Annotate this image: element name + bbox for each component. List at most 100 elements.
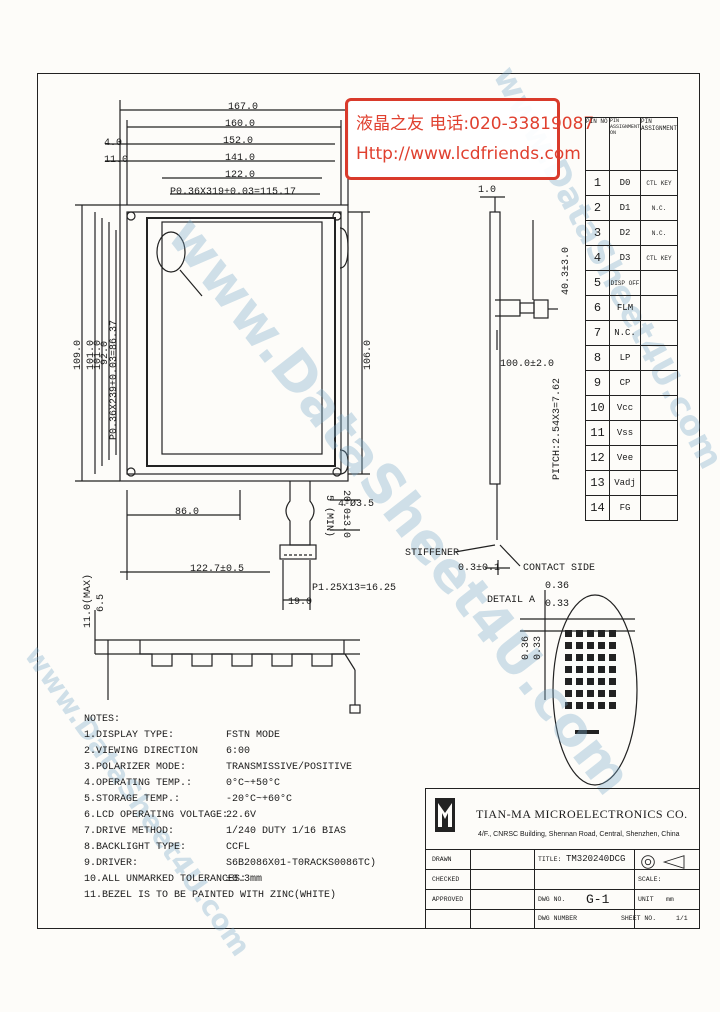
dim-167: 167.0 <box>228 102 259 113</box>
side-dim-100: 100.0±2.0 <box>500 359 555 370</box>
pin-symbol: DISP OFF <box>609 270 641 296</box>
unit-label: UNIT <box>638 896 654 903</box>
note-value: 1/240 DUTY 1/16 BIAS <box>226 826 347 837</box>
pin-fn <box>639 495 679 521</box>
dim-19: 19.0 <box>288 597 313 608</box>
note-key: 8.BACKLIGHT TYPE: <box>84 842 187 853</box>
pin-header-symbol: PIN ASSIGNMENT <box>639 117 679 171</box>
checked-label: CHECKED <box>432 876 460 883</box>
detail-d1: 0.36 <box>545 581 570 592</box>
pin-no: 7 <box>585 320 610 346</box>
note-value: 0°C~+50°C <box>226 778 281 789</box>
dim-pitch-fpc: P1.25X13=16.25 <box>312 583 397 594</box>
notes-block: NOTES: 1.DISPLAY TYPE:FSTN MODE 2.VIEWIN… <box>84 712 376 904</box>
drawing-border <box>37 73 700 929</box>
dim-122: 122.0 <box>225 170 256 181</box>
pin-header-no: PIN NO <box>585 117 610 171</box>
pin-fn: N.C. <box>639 195 679 221</box>
note-key: 6.LCD OPERATING VOLTAGE: <box>84 810 229 821</box>
dim-86: 86.0 <box>175 507 200 518</box>
pin-no: 13 <box>585 470 610 496</box>
note-key: 7.DRIVE METHOD: <box>84 826 175 837</box>
dim-106: 106.0 <box>363 339 374 370</box>
note-9: 9.DRIVER:S6B2086X01-T0RACKS0086TC) <box>84 856 376 872</box>
detail-d2: 0.33 <box>545 599 570 610</box>
note-5: 5.STORAGE TEMP.: -20°C~+60°C <box>84 792 336 808</box>
note-key: 10.ALL UNMARKED TOLERANCES: <box>84 874 247 885</box>
side-dim-40: 40.3±3.0 <box>561 246 572 295</box>
note-key: 9.DRIVER: <box>84 858 139 869</box>
stiffener-label: STIFFENER <box>405 548 460 559</box>
detail-v2: 0.33 <box>533 635 544 660</box>
pin-symbol: FG <box>609 495 641 521</box>
pin-symbol: D0 <box>609 170 641 196</box>
banner-url[interactable]: Http://www.lcdfriends.com <box>356 144 581 164</box>
dim-pitch-y: P0.36X239+0.03=86.37 <box>109 319 120 440</box>
dim-109: 109.0 <box>73 339 84 370</box>
pin-header-assign: PIN ASSIGNMENT ON <box>609 117 641 171</box>
pin-no: 14 <box>585 495 610 521</box>
pin-no: 10 <box>585 395 610 421</box>
side-pitch: PITCH:2.54X3=7.62 <box>552 377 563 480</box>
pin-symbol: D2 <box>609 220 641 246</box>
sheet-value: 1/1 <box>676 915 688 922</box>
pin-assignment-table: PIN NO PIN ASSIGNMENT ON PIN ASSIGNMENT … <box>585 117 679 521</box>
note-key: 5.STORAGE TEMP.: <box>84 794 181 805</box>
dim-holes: 4-Ø3.5 <box>338 499 375 510</box>
unit-value: mm <box>666 896 674 903</box>
notes-title: NOTES: <box>84 714 121 725</box>
dim-152: 152.0 <box>223 136 254 147</box>
note-key: 1.DISPLAY TYPE: <box>84 730 175 741</box>
pin-symbol: Vee <box>609 445 641 471</box>
contact-side-label: CONTACT SIDE <box>523 563 596 574</box>
company-name: TIAN-MA MICROELECTRONICS CO. <box>476 807 688 821</box>
detail-a-title: DETAIL A <box>487 595 536 606</box>
pin-no: 9 <box>585 370 610 396</box>
note-key: 2.VIEWING DIRECTION <box>84 746 199 757</box>
note-value: 6:00 <box>226 746 251 757</box>
note-1: 1.DISPLAY TYPE:FSTN MODE <box>84 728 336 744</box>
pin-no: 5 <box>585 270 610 296</box>
profile-65: 6.5 <box>96 593 107 612</box>
pin-fn <box>639 470 679 496</box>
note-key: 4.OPERATING TEMP.: <box>84 778 193 789</box>
dim-5min: 5 (MIN) <box>323 495 334 538</box>
company-logo <box>435 798 455 832</box>
projection-symbol-icon <box>641 855 685 869</box>
note-6: 6.LCD OPERATING VOLTAGE:22.6V <box>84 808 336 824</box>
dim-141: 141.0 <box>225 153 256 164</box>
title-block: TIAN-MA MICROELECTRONICS CO. 4/F., CNRSC… <box>425 788 700 929</box>
pin-fn <box>639 320 679 346</box>
dim-160: 160.0 <box>225 119 256 130</box>
note-3: 3.POLARIZER MODE:TRANSMISSIVE/POSITIVE <box>84 760 352 776</box>
pin-fn <box>639 420 679 446</box>
note-value: -20°C~+60°C <box>226 794 293 805</box>
drawn-label: DRAWN <box>432 856 452 863</box>
approved-label: APPROVED <box>432 896 464 903</box>
pin-symbol: CP <box>609 370 641 396</box>
note-10: 10.ALL UNMARKED TOLERANCES:±0.3mm <box>84 872 336 888</box>
note-2: 2.VIEWING DIRECTION 6:00 <box>84 744 336 760</box>
pin-no: 12 <box>585 445 610 471</box>
pin-symbol: LP <box>609 345 641 371</box>
pin-fn <box>639 270 679 296</box>
pin-symbol: N.C. <box>609 320 641 346</box>
pin-fn <box>639 395 679 421</box>
scale-label: SCALE: <box>638 876 662 883</box>
pin-symbol: D3 <box>609 245 641 271</box>
pin-fn: CTL KEY <box>639 170 679 196</box>
note-value: CCFL <box>226 842 251 853</box>
title-label: TITLE: <box>538 856 562 863</box>
detail-v1: 0.36 <box>521 635 532 660</box>
pin-symbol: Vadj <box>609 470 641 496</box>
